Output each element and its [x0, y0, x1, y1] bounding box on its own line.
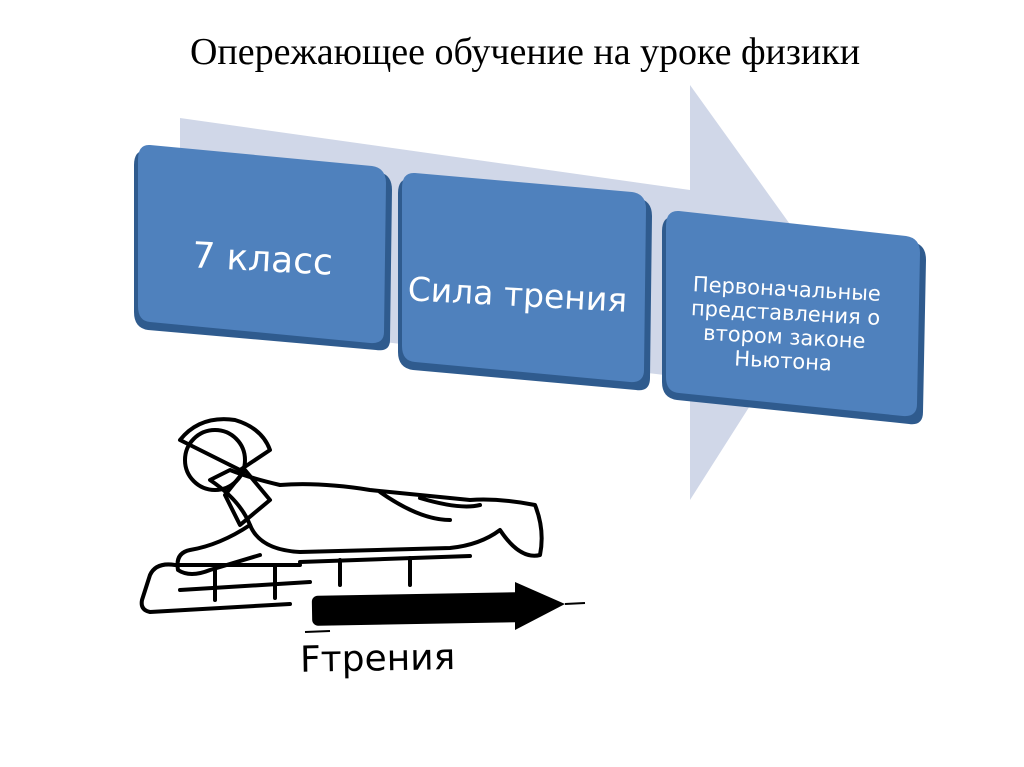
step-label-3: Первоначальные представления о втором за… [661, 239, 909, 411]
step-label-2: Сила трения [401, 219, 633, 371]
sled-illustration [142, 419, 542, 612]
friction-force-label: Fтрения [300, 636, 501, 680]
step-label-1: 7 класс [147, 189, 378, 331]
friction-force-arrow [305, 582, 585, 632]
